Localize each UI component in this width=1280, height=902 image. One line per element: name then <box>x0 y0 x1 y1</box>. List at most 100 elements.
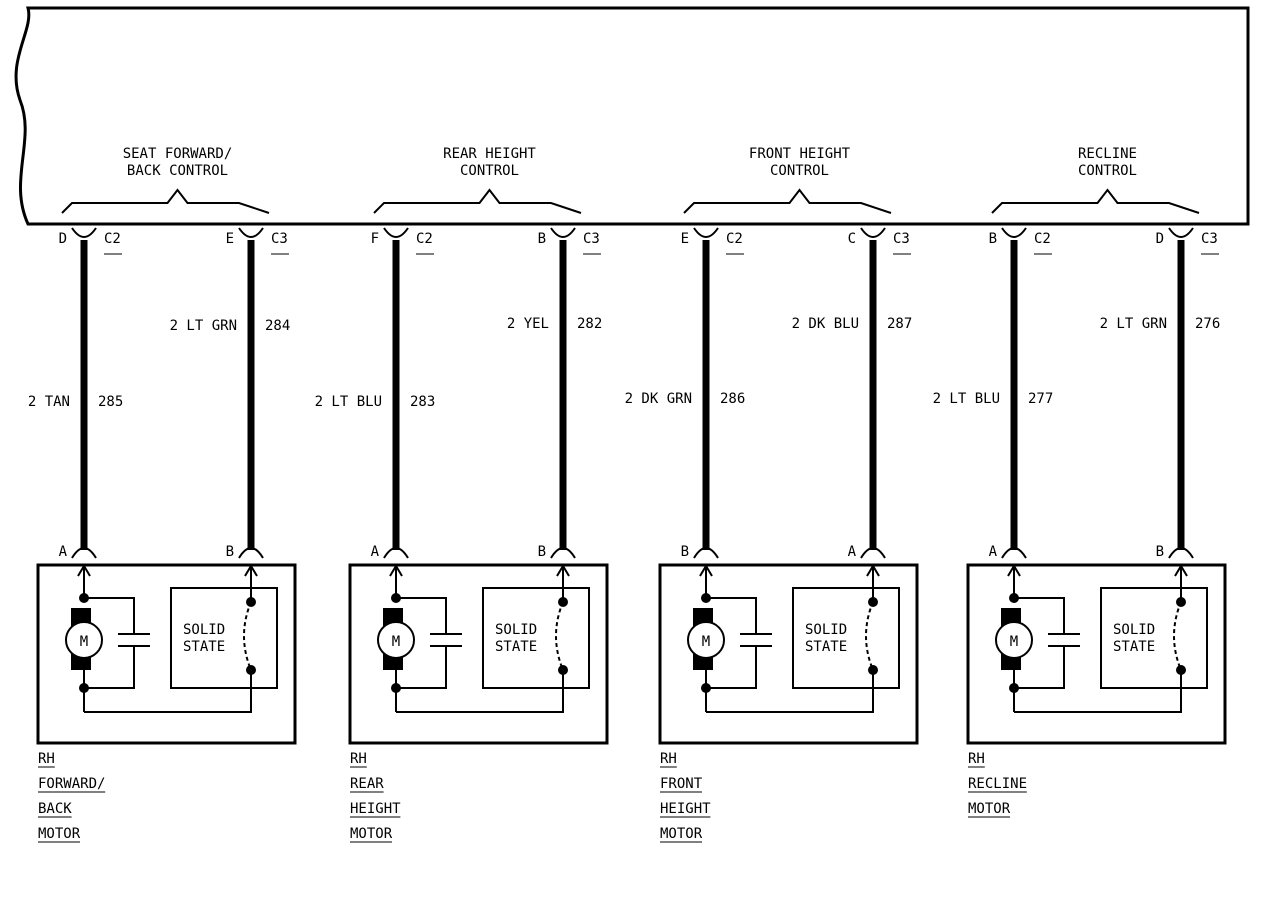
motor-label: HEIGHT <box>350 801 401 817</box>
motor-assembly-box <box>658 563 919 745</box>
control-bracket <box>373 188 582 214</box>
solid-state-label: STATE <box>495 639 537 655</box>
control-label: REAR HEIGHT <box>443 146 536 162</box>
connector-id: C3 <box>893 231 910 247</box>
return-lead <box>396 670 564 713</box>
connector-terminal <box>550 227 576 238</box>
wire-color-label: 2 LT BLU <box>315 394 382 410</box>
motor-pin-letter: A <box>989 544 998 560</box>
connector-terminal <box>238 547 264 559</box>
return-lead <box>84 670 252 713</box>
pin-letter: B <box>989 231 997 247</box>
motor-pin-letter: A <box>848 544 857 560</box>
motor-letter: M <box>80 634 88 650</box>
connector-terminal <box>1168 227 1194 238</box>
capacitor-lead <box>84 597 135 634</box>
circuit-number: 284 <box>265 318 290 334</box>
solid-state-label: STATE <box>183 639 225 655</box>
connector-terminal <box>383 547 409 559</box>
motor-label: RH <box>660 751 677 767</box>
solid-state-label: SOLID <box>495 622 537 638</box>
pin-letter: D <box>59 231 67 247</box>
connector-terminal <box>238 227 264 238</box>
wire-color-label: 2 DK BLU <box>792 316 859 332</box>
connector-terminal <box>860 547 886 559</box>
motor-label: FORWARD/ <box>38 776 105 792</box>
switch-arm <box>1173 601 1182 671</box>
connector-terminal <box>71 547 97 559</box>
control-label: BACK CONTROL <box>127 163 228 179</box>
solid-state-label: SOLID <box>805 622 847 638</box>
solid-state-box <box>170 587 278 689</box>
solid-state-label: STATE <box>1113 639 1155 655</box>
capacitor-lead <box>1014 646 1065 689</box>
switch-arm <box>555 601 564 671</box>
motor-assembly-box <box>348 563 609 745</box>
motor-pin-letter: A <box>371 544 380 560</box>
motor-assembly-box <box>36 563 297 745</box>
connector-terminal <box>1168 547 1194 559</box>
motor-pin-letter: B <box>681 544 689 560</box>
solid-state-box <box>1100 587 1208 689</box>
capacitor-lead <box>706 597 757 634</box>
motor-label: RECLINE <box>968 776 1027 792</box>
wire-color-label: 2 YEL <box>507 316 549 332</box>
solid-state-label: SOLID <box>1113 622 1155 638</box>
wire-color-label: 2 TAN <box>28 394 70 410</box>
motor-label: RH <box>968 751 985 767</box>
connector-terminal <box>1001 227 1027 238</box>
motor-symbol <box>995 621 1033 659</box>
circuit-number: 285 <box>98 394 123 410</box>
solid-state-label: STATE <box>805 639 847 655</box>
motor-label: BACK <box>38 801 72 817</box>
control-label: SEAT FORWARD/ <box>123 146 233 162</box>
motor-label: FRONT <box>660 776 703 792</box>
capacitor-lead <box>396 646 447 689</box>
control-bracket <box>683 188 892 214</box>
circuit-number: 287 <box>887 316 912 332</box>
connector-id: C2 <box>104 231 121 247</box>
motor-label: MOTOR <box>38 826 81 842</box>
circuit-number: 276 <box>1195 316 1220 332</box>
connector-id: C2 <box>1034 231 1051 247</box>
pin-letter: E <box>681 231 689 247</box>
motor-symbol <box>687 621 725 659</box>
control-label: RECLINE <box>1078 146 1137 162</box>
connector-terminal <box>383 227 409 238</box>
pin-letter: B <box>538 231 546 247</box>
motor-letter: M <box>392 634 400 650</box>
connector-id: C3 <box>1201 231 1218 247</box>
motor-label: MOTOR <box>350 826 393 842</box>
connector-id: C2 <box>416 231 433 247</box>
connector-id: C3 <box>271 231 288 247</box>
motor-pin-letter: B <box>1156 544 1164 560</box>
pin-letter: D <box>1156 231 1164 247</box>
control-label: FRONT HEIGHT <box>749 146 851 162</box>
connector-terminal <box>693 547 719 559</box>
motor-pin-letter: B <box>538 544 546 560</box>
motor-letter: M <box>702 634 710 650</box>
capacitor-lead <box>1014 597 1065 634</box>
control-label: CONTROL <box>1078 163 1137 179</box>
return-lead <box>706 670 874 713</box>
wire-color-label: 2 LT BLU <box>933 391 1000 407</box>
motor-symbol <box>377 621 415 659</box>
pin-letter: E <box>226 231 234 247</box>
circuit-number: 283 <box>410 394 435 410</box>
control-bracket <box>61 188 270 214</box>
motor-label: RH <box>38 751 55 767</box>
switch-arm <box>243 601 252 671</box>
motor-symbol <box>65 621 103 659</box>
connector-terminal <box>71 227 97 238</box>
motor-pin-letter: B <box>226 544 234 560</box>
return-lead <box>1014 670 1182 713</box>
capacitor-lead <box>706 646 757 689</box>
motor-letter: M <box>1010 634 1018 650</box>
motor-label: RH <box>350 751 367 767</box>
control-label: CONTROL <box>460 163 519 179</box>
connector-id: C3 <box>583 231 600 247</box>
